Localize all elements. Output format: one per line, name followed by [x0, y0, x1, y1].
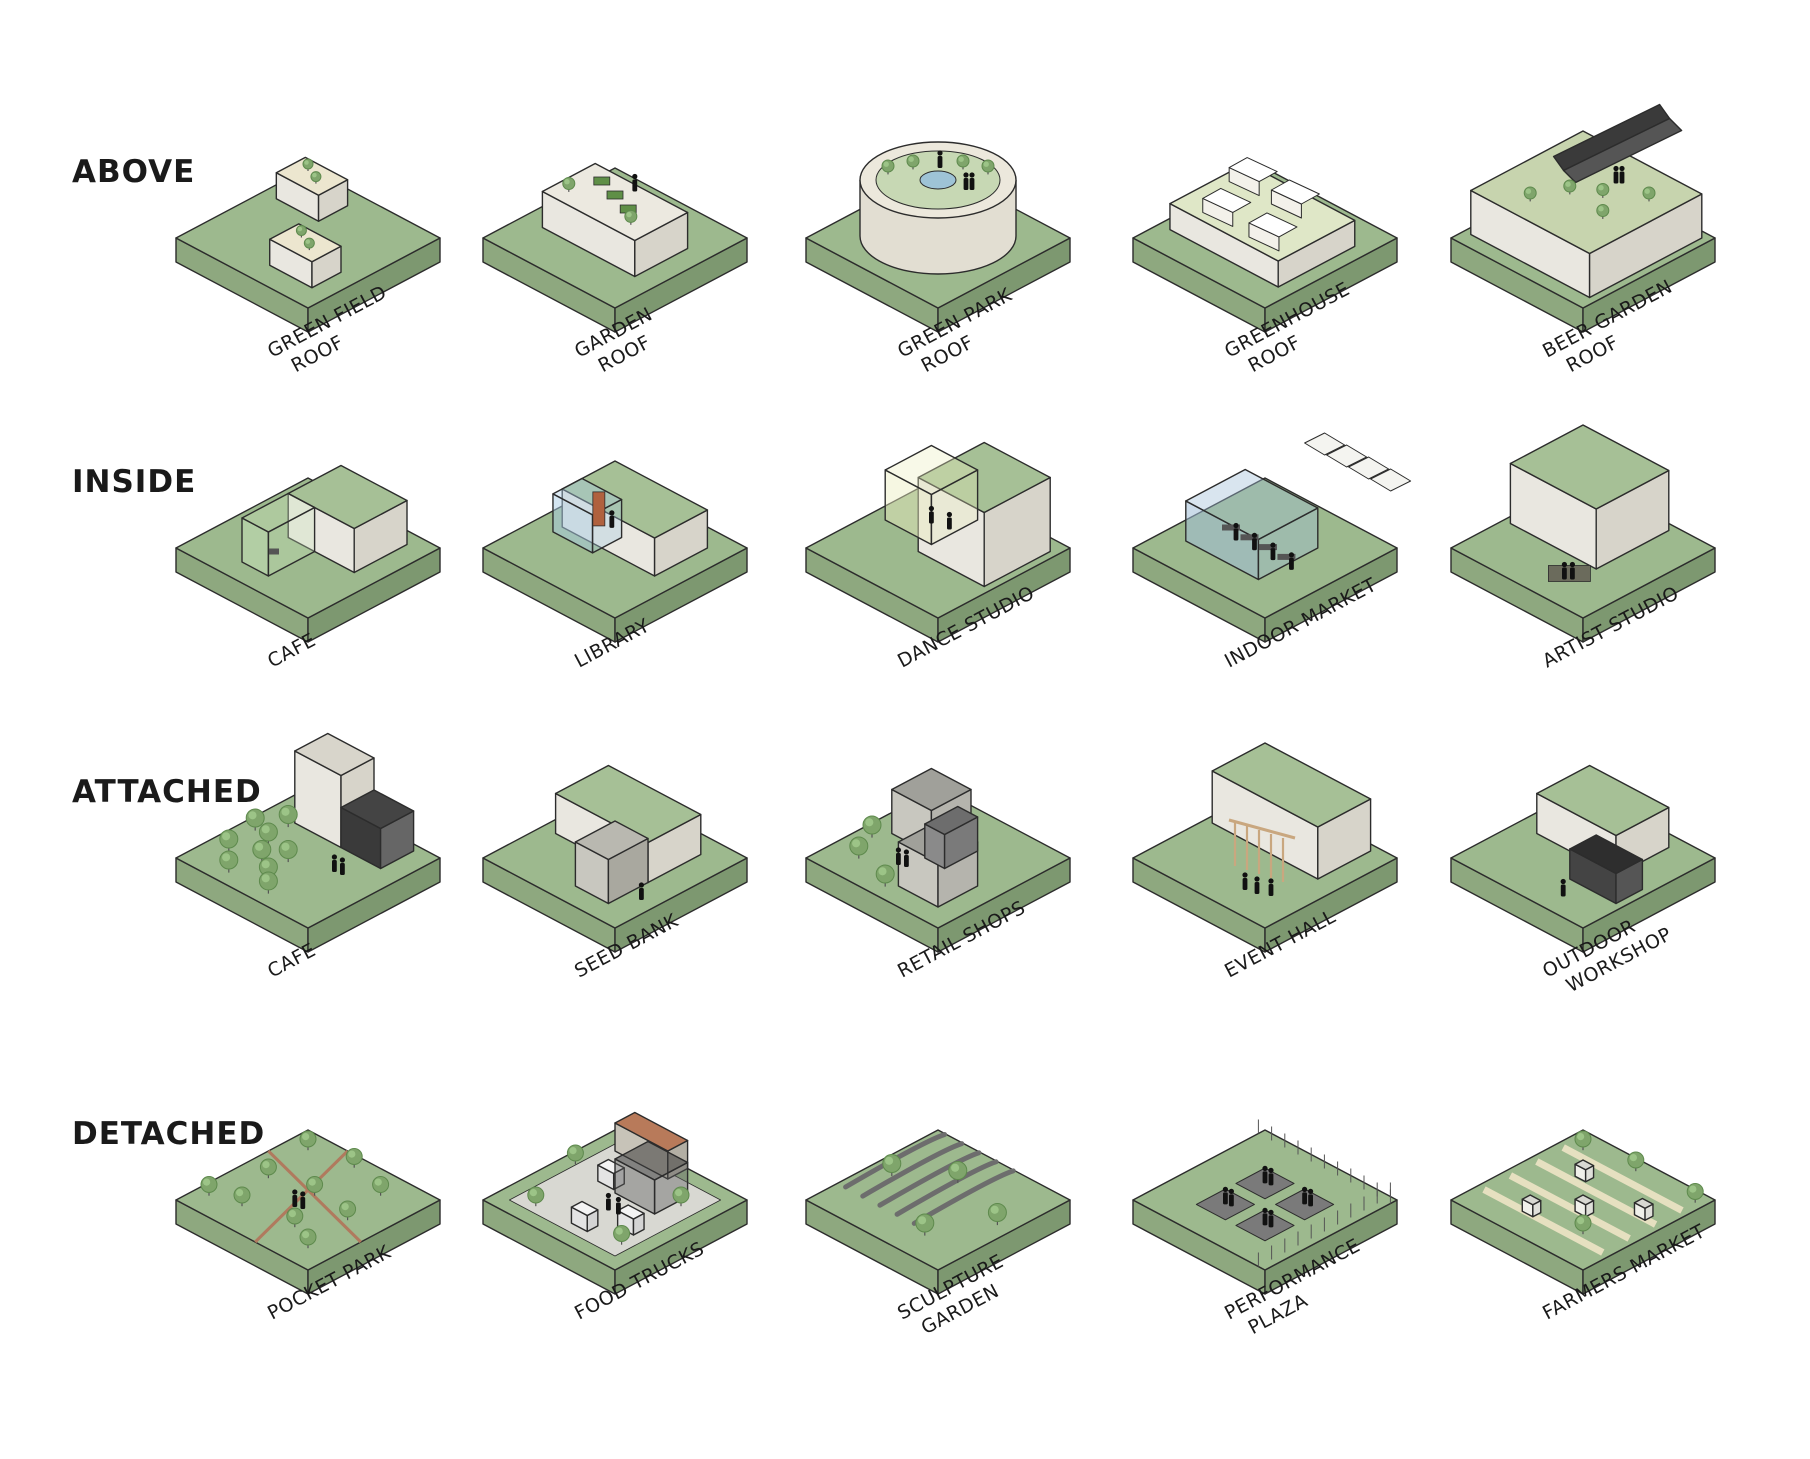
tile-cafe-inside: CAFE — [175, 464, 441, 672]
beer-garden-roof-icon — [1470, 103, 1703, 299]
outdoor-workshop-attached-icon — [1536, 764, 1670, 905]
artist-studio-inside-icon — [1509, 424, 1670, 582]
tile-farmers-market: FARMERS MARKET — [1450, 1129, 1716, 1324]
garden-roof-icon — [541, 162, 689, 278]
row-label: ATTACHED — [72, 774, 262, 810]
row-label: ABOVE — [72, 154, 195, 190]
cafe-attached-icon — [219, 732, 415, 894]
greenhouse-roof-icon — [1169, 157, 1356, 288]
tile-artist-studio-inside: ARTIST STUDIO — [1450, 424, 1716, 672]
event-hall-attached-icon — [1211, 742, 1372, 896]
cafe-inside-icon — [241, 464, 408, 577]
food-trucks-icon — [508, 1111, 721, 1257]
farmers-market-icon — [1482, 1130, 1704, 1256]
seed-bank-attached-icon — [554, 764, 702, 905]
tile-indoor-market-inside: INDOOR MARKET — [1132, 432, 1412, 672]
library-inside-icon — [552, 460, 709, 577]
tile-cafe-attached: CAFE — [175, 732, 441, 982]
dance-studio-inside-icon — [884, 441, 1051, 588]
tile-food-trucks: FOOD TRUCKS — [482, 1111, 748, 1324]
row-label: DETACHED — [72, 1116, 265, 1152]
tile-label: CAFE — [264, 629, 320, 672]
tile-retail-shops-attached: RETAIL SHOPS — [805, 767, 1071, 982]
round-park-roof-icon — [859, 141, 1017, 275]
tile-seed-bank-attached: SEED BANK — [482, 764, 748, 982]
tile-pocket-park: POCKET PARK — [175, 1129, 441, 1324]
tile-library-inside: LIBRARY — [482, 460, 748, 672]
tile-dance-studio-inside: DANCE STUDIO — [805, 441, 1071, 672]
green-roof-icon — [269, 156, 349, 289]
sculpture-garden-icon — [843, 1132, 1016, 1236]
performance-plaza-icon — [1195, 1119, 1391, 1267]
tile-label: CAFE — [264, 939, 320, 982]
pocket-park-icon — [200, 1130, 390, 1249]
row-label: INSIDE — [72, 464, 196, 500]
row-attached: ATTACHED CAFE SEED BANK RETAIL SHOPS EVENT H… — [72, 732, 1716, 997]
tile-label-line: CAFE — [264, 629, 320, 672]
tile-label-line: CAFE — [264, 939, 320, 982]
tile-event-hall-attached: EVENT HALL — [1132, 742, 1398, 982]
row-inside: INSIDE CAFE LIBRARY DANCE STUDIO INDOOR MARK… — [72, 424, 1716, 672]
indoor-market-inside-icon — [1185, 432, 1412, 581]
retail-shops-attached-icon — [849, 767, 979, 908]
